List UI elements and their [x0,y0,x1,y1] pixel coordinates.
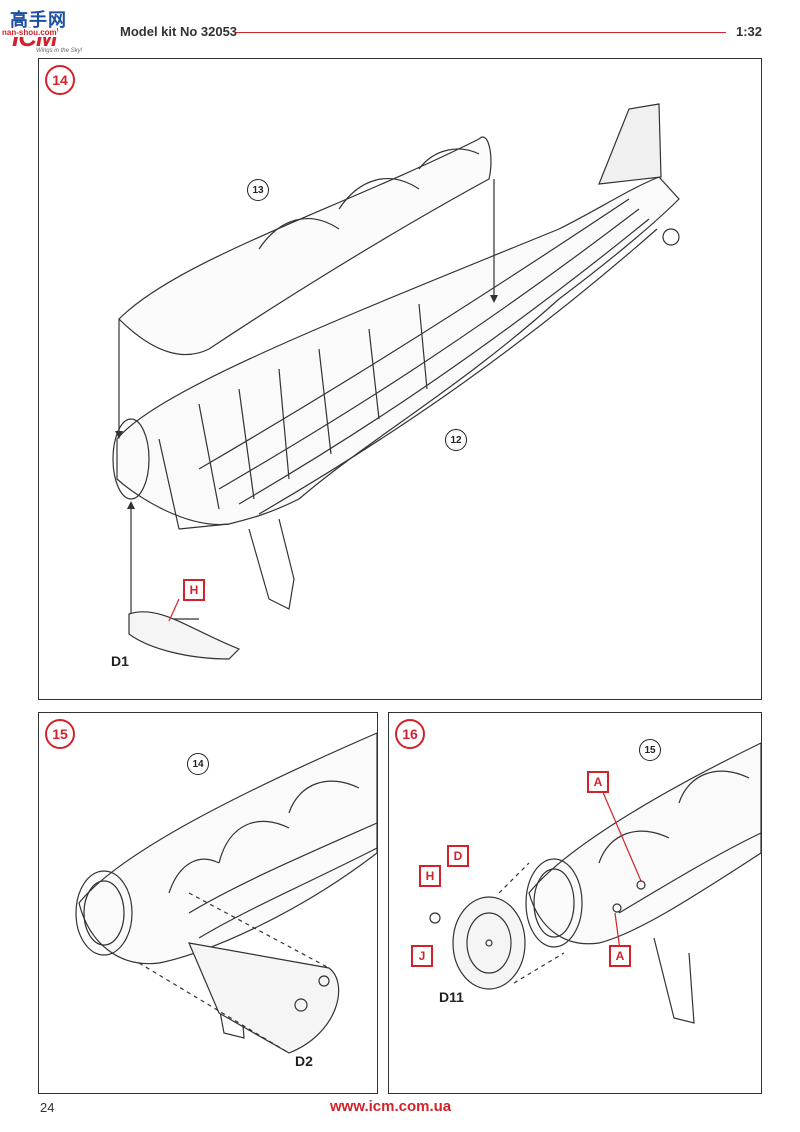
website-link[interactable]: www.icm.com.ua [330,1098,452,1115]
reference-step-14: 14 [187,753,209,775]
logo-brand: ICM [12,22,58,52]
icm-logo: 高手网 ICM nan-shou.com Wings in the Sky! [2,4,106,54]
reference-step-13: 13 [247,179,269,201]
step-15-panel: 15 14 D2 [38,712,378,1094]
logo-tagline: Wings in the Sky! [36,48,83,54]
callout-A-bottom: A [609,945,631,967]
step-14-panel: 14 13 12 H D1 [38,58,762,700]
step-number-badge: 14 [45,65,75,95]
step-15-illustration [75,732,377,1054]
callout-J: J [411,945,433,967]
page-header: 高手网 ICM nan-shou.com Wings in the Sky! M… [0,0,800,60]
step-16-panel: 16 15 D H J A A D11 [388,712,762,1094]
scale-label: 1:32 [736,24,763,39]
callout-D: D [447,845,469,867]
part-label-D2: D2 [295,1053,313,1069]
kit-title: Model kit No 32053 [120,24,238,39]
part-label-D1: D1 [111,653,129,669]
logo-watermark-text: 高手网 [10,10,67,30]
callout-A-top: A [587,771,609,793]
step-number-badge: 16 [395,719,425,749]
part-label-D11: D11 [439,989,464,1005]
reference-step-12: 12 [445,429,467,451]
reference-step-15: 15 [639,739,661,761]
step-16-illustration [429,742,761,1024]
logo-url: nan-shou.com [2,28,57,37]
page-number: 24 [40,1100,55,1115]
callout-H: H [419,865,441,887]
step-14-illustration [112,103,680,660]
header-divider [236,32,726,33]
step-number-badge: 15 [45,719,75,749]
callout-H: H [183,579,205,601]
